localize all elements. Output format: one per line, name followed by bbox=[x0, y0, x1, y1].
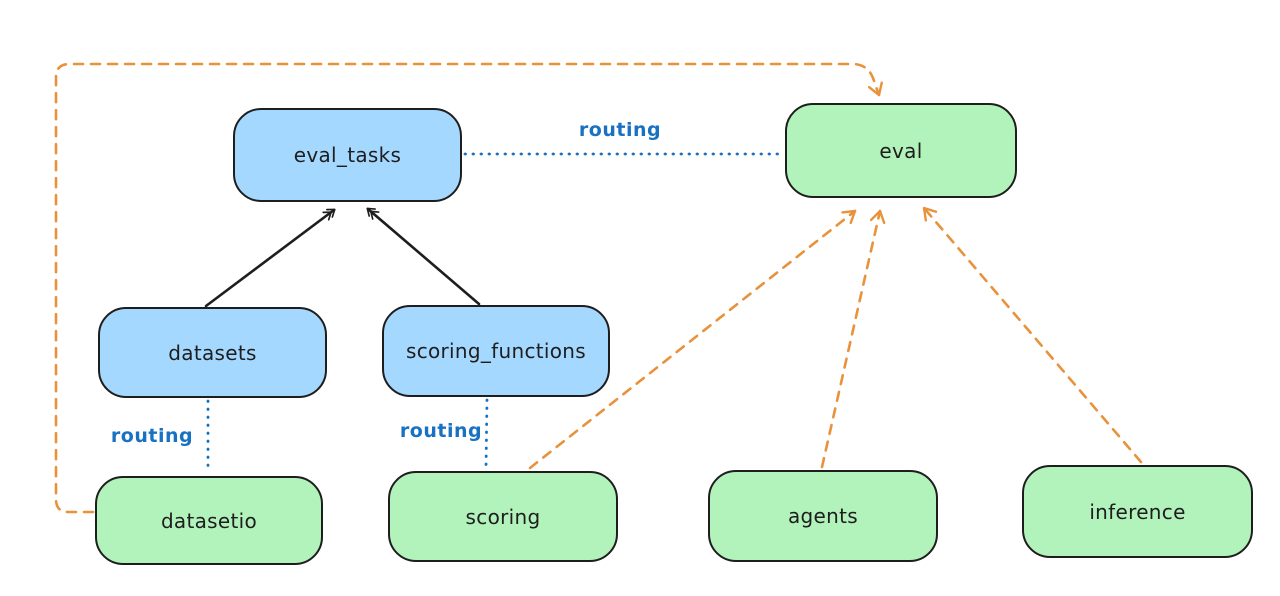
edge-datasets-to-eval-tasks bbox=[204, 208, 336, 308]
node-eval-tasks: eval_tasks bbox=[233, 108, 462, 202]
edge-scoring-functions-to-eval-tasks bbox=[366, 207, 481, 306]
node-scoring-functions: scoring_functions bbox=[382, 305, 610, 397]
node-eval: eval bbox=[785, 103, 1017, 198]
routing-label-scoring-functions-scoring: routing bbox=[399, 420, 483, 442]
node-inference: inference bbox=[1022, 465, 1253, 558]
node-datasets: datasets bbox=[98, 307, 327, 398]
edge-datasetio-to-eval bbox=[54, 62, 883, 514]
routing-label-datasets-datasetio: routing bbox=[110, 425, 194, 447]
node-agents: agents bbox=[708, 470, 938, 562]
edge-scoring-to-eval bbox=[528, 209, 857, 470]
node-scoring: scoring bbox=[388, 471, 618, 562]
node-datasetio: datasetio bbox=[95, 476, 323, 565]
routing-label-eval-tasks-eval: routing bbox=[578, 119, 662, 141]
edge-scoring-functions-to-scoring-routing bbox=[484, 398, 489, 470]
edge-agents-to-eval bbox=[820, 209, 886, 469]
edge-inference-to-eval bbox=[922, 206, 1143, 464]
